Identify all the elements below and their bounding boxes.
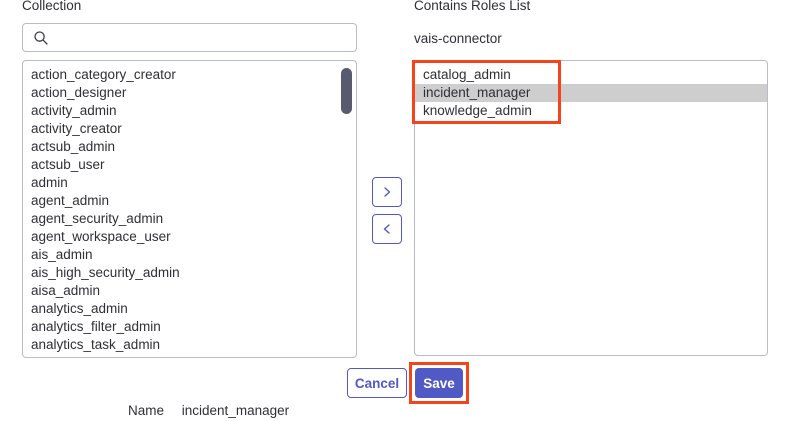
available-role-option[interactable]: admin [31,175,68,190]
cancel-button[interactable]: Cancel [347,368,407,398]
available-role-option[interactable]: agent_admin [31,193,110,208]
contains-role-option[interactable]: catalog_admin [423,67,511,82]
contains-role-option[interactable]: knowledge_admin [423,103,532,118]
available-role-option[interactable]: agent_workspace_user [31,229,171,244]
chevron-right-icon [384,187,391,197]
move-right-button[interactable] [372,177,402,207]
search-input[interactable] [55,27,348,48]
selected-collection-name: vais-connector [414,31,502,46]
available-role-option[interactable]: analytics_admin [31,301,128,316]
contains-role-option-selected[interactable]: incident_manager [415,84,767,102]
available-list-scrollbar-thumb[interactable] [341,68,352,114]
available-role-option[interactable]: activity_creator [31,121,122,136]
available-role-option[interactable]: action_designer [31,85,127,100]
name-row-value: incident_manager [181,403,290,418]
available-role-option[interactable]: analytics_filter_admin [31,319,161,334]
search-box[interactable] [22,23,357,52]
name-row: Name incident_manager [128,403,289,419]
available-role-option[interactable]: analytics_task_admin [31,337,161,352]
search-icon [34,30,48,45]
available-role-option[interactable]: agent_security_admin [31,211,164,226]
available-role-option[interactable]: action_category_creator [31,67,176,82]
chevron-left-icon [383,224,390,234]
available-list-scrollbar-track[interactable] [341,63,354,355]
save-button[interactable]: Save [415,368,463,398]
available-role-option[interactable]: analytics_viewer [23,354,356,357]
available-role-option[interactable]: ais_high_security_admin [31,265,180,280]
name-row-key: Name [128,403,165,418]
collection-label: Collection [22,0,82,13]
contains-roles-list-label: Contains Roles List [414,0,531,13]
move-left-button[interactable] [372,214,402,244]
available-role-option[interactable]: aisa_admin [31,283,101,298]
available-role-option[interactable]: actsub_admin [31,139,116,154]
available-role-option[interactable]: ais_admin [31,247,93,262]
available-role-option[interactable]: activity_admin [31,103,117,118]
available-role-option[interactable]: actsub_user [31,157,105,172]
